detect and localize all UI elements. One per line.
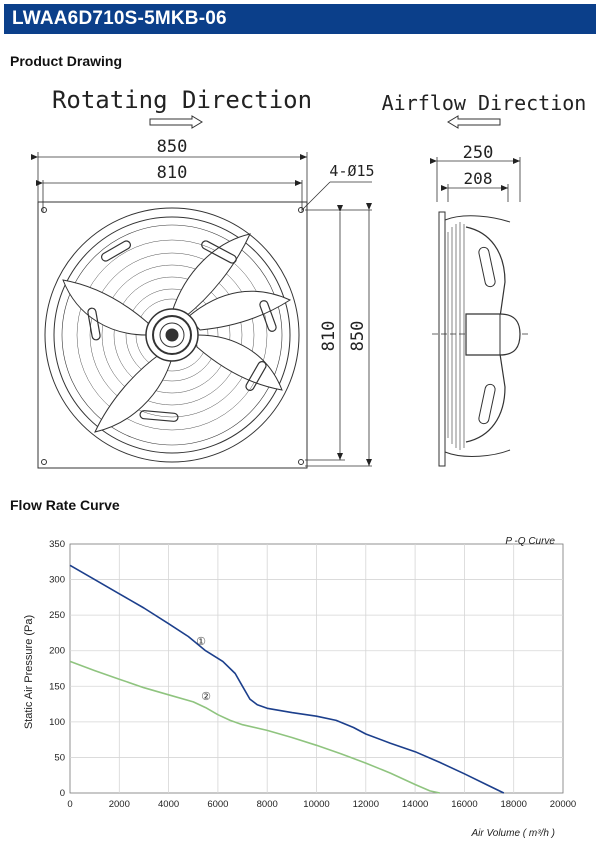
x-tick-label: 20000	[550, 799, 576, 810]
chart-title: P -Q Curve	[505, 536, 555, 547]
x-tick-label: 6000	[207, 799, 228, 810]
front-view-dimensions	[31, 152, 372, 467]
flow-rate-heading: Flow Rate Curve	[10, 497, 120, 513]
x-tick-label: 16000	[451, 799, 477, 810]
y-tick-label: 200	[49, 646, 65, 657]
x-tick-label: 8000	[257, 799, 278, 810]
fan-front-view	[37, 201, 308, 469]
rotating-direction-label: Rotating Direction	[52, 86, 312, 114]
dim-208: 208	[464, 169, 493, 188]
x-tick-label: 18000	[500, 799, 526, 810]
airflow-arrow-icon	[447, 115, 501, 129]
model-title: LWAA6D710S-5MKB-06	[12, 8, 227, 29]
product-drawing-heading: Product Drawing	[10, 53, 123, 69]
y-tick-label: 250	[49, 610, 65, 621]
series-2-marker: ②	[201, 691, 211, 703]
dim-250: 250	[463, 143, 494, 163]
product-drawing: Rotating Direction Airflow Direction 850…	[31, 86, 587, 469]
y-tick-label: 150	[49, 681, 65, 692]
dim-holes: 4-Ø15	[329, 162, 374, 180]
x-tick-label: 14000	[402, 799, 428, 810]
x-axis-label: Air Volume ( m³/h )	[470, 828, 555, 839]
dim-810-top: 810	[157, 163, 188, 183]
series-2-line	[69, 660, 440, 794]
y-tick-label: 0	[60, 788, 65, 799]
x-tick-label: 2000	[109, 799, 130, 810]
y-axis-label: Static Air Pressure (Pa)	[23, 615, 35, 729]
y-tick-label: 350	[49, 539, 65, 550]
dim-850-side: 850	[348, 321, 368, 352]
dim-850-top: 850	[157, 137, 188, 157]
series-1-line	[69, 564, 505, 794]
y-tick-label: 300	[49, 575, 65, 586]
y-tick-label: 100	[49, 717, 65, 728]
rotating-arrow-icon	[149, 115, 203, 129]
x-tick-label: 0	[67, 799, 72, 810]
model-title-banner: LWAA6D710S-5MKB-06	[4, 4, 596, 34]
x-tick-label: 10000	[303, 799, 329, 810]
airflow-direction-label: Airflow Direction	[382, 91, 587, 115]
series-1-marker: ①	[196, 636, 206, 648]
x-tick-label: 4000	[158, 799, 179, 810]
dim-810-side: 810	[319, 321, 339, 352]
y-tick-label: 50	[54, 752, 65, 763]
x-tick-label: 12000	[353, 799, 379, 810]
fan-side-view	[438, 211, 521, 467]
chart-grid	[69, 543, 564, 794]
chart-series	[69, 564, 505, 794]
